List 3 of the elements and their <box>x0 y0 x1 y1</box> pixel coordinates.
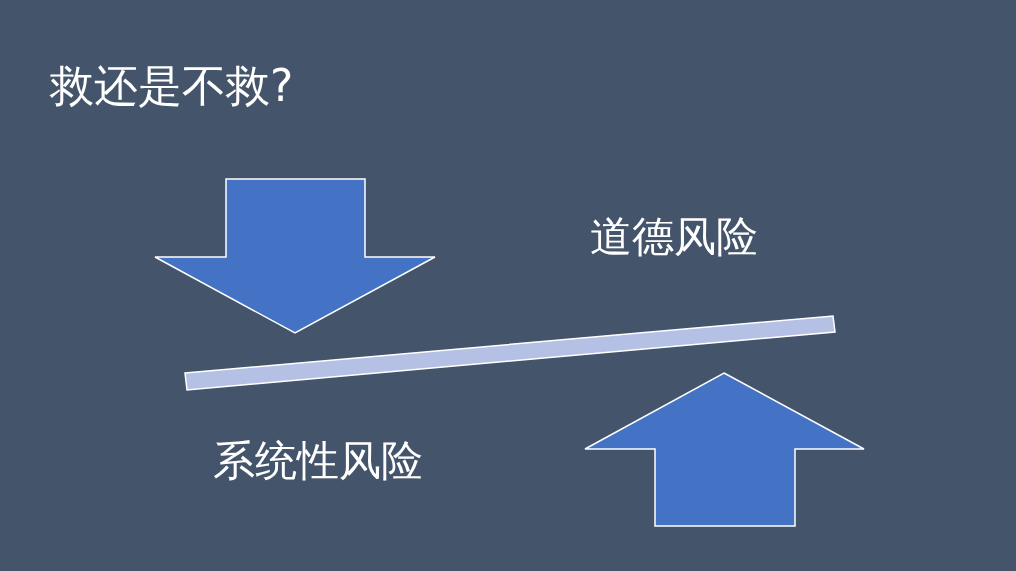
risk-label: 系统性风险 <box>213 436 423 487</box>
risk-label: 道德风险 <box>590 212 758 263</box>
slide-title: 救还是不救? <box>50 60 294 113</box>
